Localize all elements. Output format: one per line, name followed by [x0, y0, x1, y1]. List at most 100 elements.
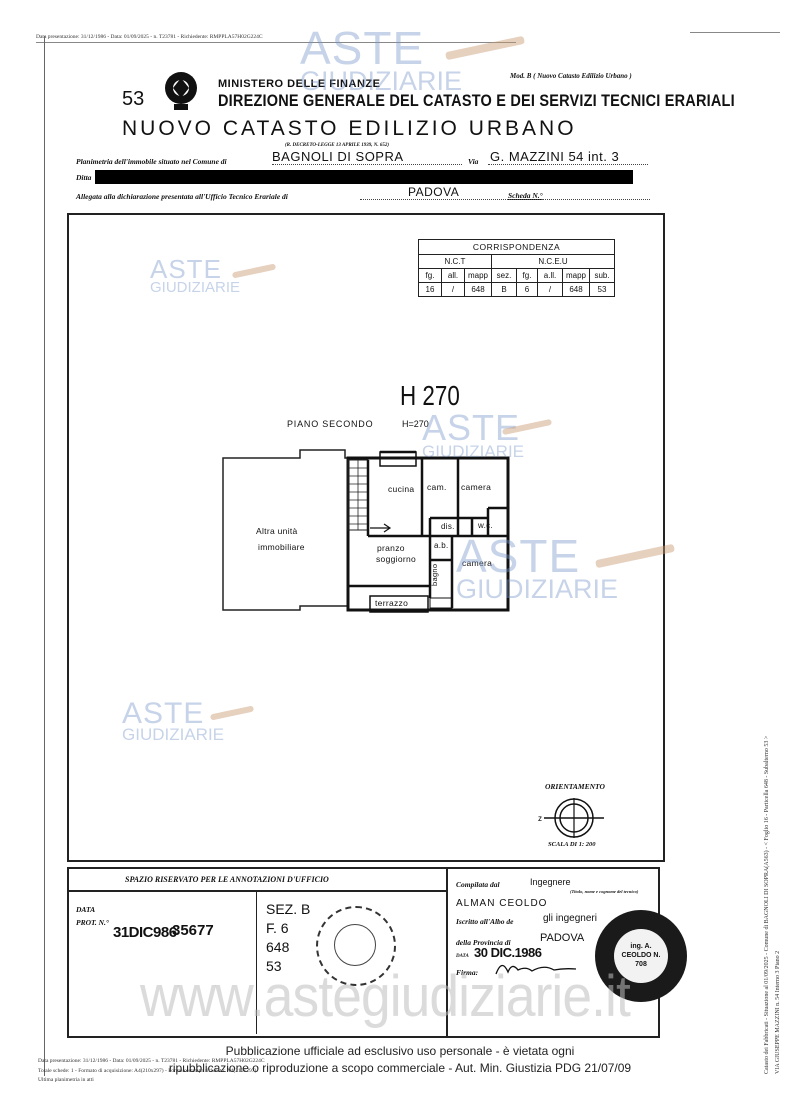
- corr-header: sub.: [589, 268, 615, 283]
- office-prot-label: PROT. N.°: [76, 918, 109, 927]
- albo-label: Iscritto all'Albo de: [456, 917, 514, 926]
- corr-nceu: N.C.E.U: [491, 254, 615, 269]
- height-handwritten: H 270: [400, 380, 460, 411]
- room-terrazzo: terrazzo: [375, 598, 409, 608]
- watermark-logo-top: ASTE GIUDIZIARIE: [300, 22, 463, 97]
- ministry-title: MINISTERO DELLE FINANZE: [218, 78, 381, 90]
- corr-header: fg.: [516, 268, 538, 283]
- signature-icon: [495, 964, 577, 975]
- corr-header: fg.: [418, 268, 442, 283]
- footer-line-1: Pubblicazione ufficiale ad esclusivo uso…: [225, 1044, 575, 1058]
- comune-value: BAGNOLI DI SOPRA: [272, 149, 404, 164]
- corr-title: CORRISPONDENZA: [418, 239, 615, 255]
- provincia-value: PADOVA: [540, 932, 585, 944]
- via-value: G. MAZZINI 54 int. 3: [490, 149, 620, 164]
- plan-frame: [67, 213, 665, 862]
- direction-title: DIREZIONE GENERALE DEL CATASTO E DEI SER…: [218, 92, 735, 111]
- room-wc: w.c.: [478, 521, 493, 530]
- firma-label: Firma:: [456, 968, 479, 977]
- footer-left-2: Totale schede: 1 - Formato di acquisizio…: [38, 1068, 257, 1074]
- top-note: Data presentazione: 31/12/1986 - Data: 0…: [36, 34, 263, 40]
- side-text: Catasto dei Fabbricati - Situazione al 0…: [764, 735, 770, 1074]
- albo-value: gli ingegneri: [543, 913, 597, 924]
- watermark-logo-3: ASTE GIUDIZIARIE: [456, 530, 619, 605]
- side-text-2: VIA GIUSEPPE MAZZINI n. 54 Interno 3 Pia…: [775, 950, 781, 1074]
- scala-label: SCALA DI 1: 200: [548, 841, 596, 848]
- footer-line-2: ripubblicazione o riproduzione a scopo c…: [168, 1061, 632, 1075]
- watermark-logo-4: ASTE GIUDIZIARIE: [122, 697, 225, 744]
- corr-value: /: [537, 282, 563, 297]
- top-rule: [36, 42, 516, 43]
- room-soggiorno: soggiorno: [376, 554, 417, 564]
- corr-nct: N.C.T: [418, 254, 492, 269]
- page-left-border: [44, 36, 45, 1076]
- room-pranzo: pranzo: [377, 543, 405, 553]
- orientamento-label: ORIENTAMENTO: [545, 782, 605, 791]
- office-stamp-icon: [316, 906, 396, 986]
- corr-header: sez.: [491, 268, 517, 283]
- corr-value: B: [491, 282, 517, 297]
- footer-left-1: Data presentazione: 31/12/1986 - Data: 0…: [38, 1058, 265, 1064]
- corr-header: mapp: [562, 268, 590, 283]
- engineer-stamp-center: [614, 929, 668, 983]
- office-hand-notes: SEZ. B F. 6 648 53: [266, 901, 311, 974]
- provincia-label: della Provincia di: [456, 938, 511, 947]
- room-bagno: bagno: [430, 563, 439, 586]
- office-box-divider: [67, 890, 446, 892]
- room-dis: dis.: [441, 522, 455, 531]
- watermark-logo-1: ASTE GIUDIZIARIE: [150, 254, 241, 297]
- compilata-title-note: (Titolo, nome e cognome del tecnico): [570, 889, 639, 894]
- planimetria-label: Planimetria dell'immobile situato nel Co…: [76, 157, 227, 166]
- corr-value: 648: [562, 282, 590, 297]
- corr-value: 53: [589, 282, 615, 297]
- ufficio-value: PADOVA: [408, 185, 460, 199]
- corr-header: a.ll.: [537, 268, 563, 283]
- office-data-label: DATA: [76, 905, 96, 914]
- comune-line: [272, 164, 462, 165]
- corr-value: 16: [418, 282, 442, 297]
- svg-text:z: z: [538, 814, 542, 823]
- handwritten-number: 53: [122, 88, 145, 110]
- scheda-label: Scheda N.°: [508, 191, 543, 200]
- top-rule-right: [690, 32, 780, 33]
- compilata-title: Ingegnere: [530, 877, 571, 887]
- corr-header: mapp: [464, 268, 492, 283]
- corr-value: 6: [516, 282, 538, 297]
- corr-value: /: [441, 282, 465, 297]
- office-stamp-inner: [334, 924, 376, 966]
- engineer-stamp-text: ing. A. CEOLDO N. 708: [621, 943, 661, 968]
- room-camera-1: camera: [461, 482, 492, 492]
- mod-label: Mod. B ( Nuovo Catasto Edilizio Urbano ): [510, 72, 632, 80]
- via-label: Via: [468, 157, 479, 166]
- compilata-name: ALMAN CEOLDO: [456, 898, 548, 909]
- ditta-label: Ditta: [76, 173, 92, 182]
- corr-value: 648: [464, 282, 492, 297]
- compilata-date: 30 DIC.1986: [474, 945, 542, 960]
- corr-header: all.: [441, 268, 465, 283]
- altra-unita-label: Altra unità: [256, 526, 298, 536]
- watermark-logo-2: ASTE GIUDIZIARIE: [422, 407, 525, 462]
- catasto-title: NUOVO CATASTO EDILIZIO URBANO: [122, 117, 577, 140]
- office-inner-divider: [256, 892, 257, 1034]
- footer-left-3: Ultima planimetria in atti: [38, 1077, 94, 1083]
- corrispondenza-table: CORRISPONDENZA N.C.T N.C.E.U fg. all. ma…: [418, 239, 615, 297]
- compilata-label: Compilata dal: [456, 880, 500, 889]
- room-ab: a.b.: [434, 541, 449, 550]
- office-prot-value-2: 35677: [172, 922, 214, 939]
- office-title: SPAZIO RISERVATO PER LE ANNOTAZIONI D'UF…: [125, 875, 329, 884]
- height-label: H=270: [402, 419, 429, 429]
- north-arrow-icon: z: [538, 798, 604, 838]
- room-cucina: cucina: [388, 484, 415, 494]
- office-prot-value: 31DIC986: [113, 924, 177, 941]
- decree-note: (R. DECRETO-LEGGE 13 APRILE 1939, N. 652…: [285, 143, 390, 148]
- website-watermark: www.astegiudiziarie.it: [140, 964, 631, 1029]
- compilata-data-label: DATA: [456, 954, 469, 959]
- allegata-line: [360, 199, 650, 200]
- via-line: [488, 164, 648, 165]
- emblem-icon: [160, 68, 202, 112]
- room-camera-2: camera: [462, 558, 493, 568]
- redacted-owner: [95, 170, 633, 184]
- piano-label: PIANO SECONDO: [287, 419, 374, 429]
- room-cam: cam.: [427, 482, 447, 492]
- floor-plan-drawing: [222, 449, 510, 613]
